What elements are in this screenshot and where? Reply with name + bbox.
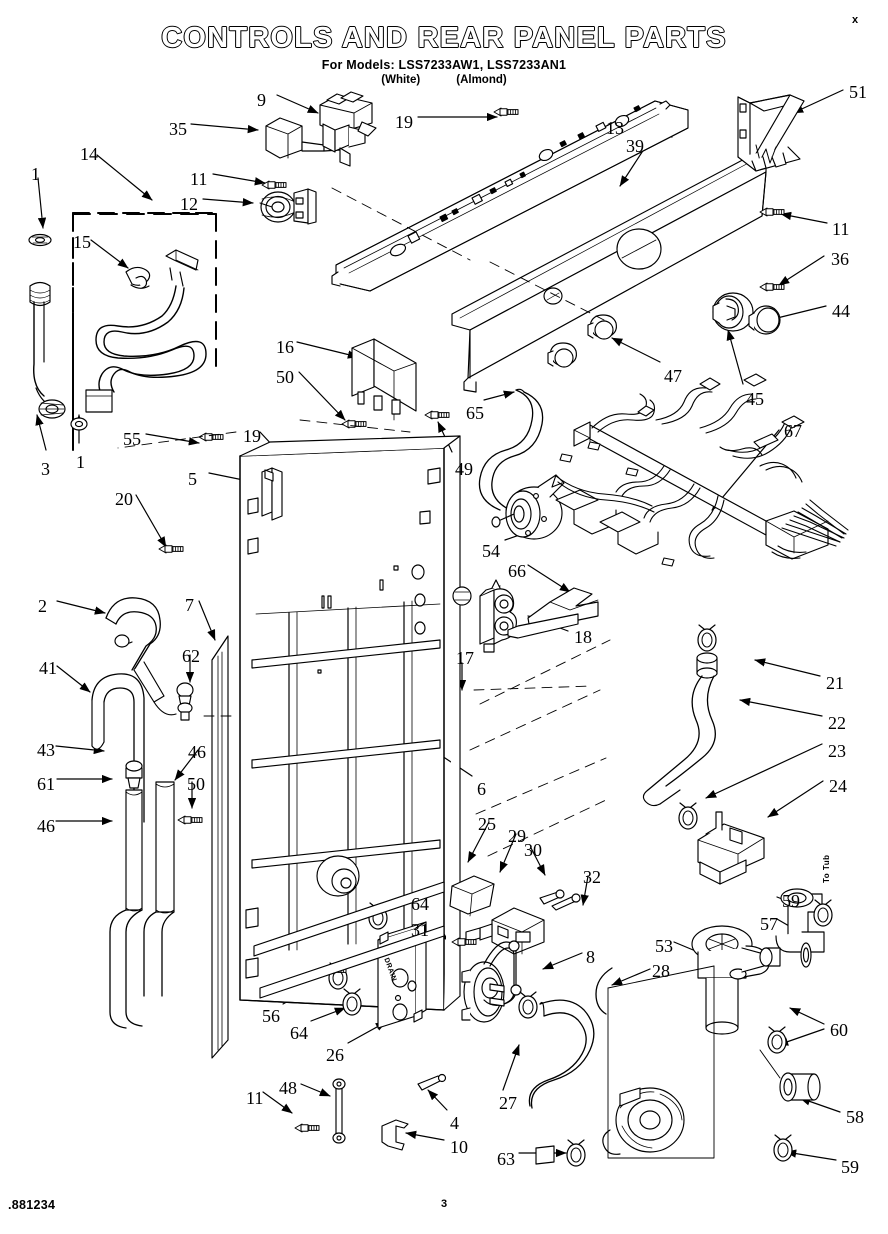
callout-number: 35 — [169, 119, 187, 139]
callout-number: 56 — [262, 1006, 280, 1026]
callout-number: 59 — [841, 1157, 859, 1177]
callout-number: 46 — [37, 816, 55, 836]
callout-number: 48 — [279, 1078, 297, 1098]
callout-number: 10 — [450, 1137, 468, 1157]
callout-number: 41 — [39, 658, 57, 678]
callout-number: 67 — [784, 421, 802, 441]
callout-number: 1 — [31, 164, 40, 184]
callout-number: 19 — [395, 112, 413, 132]
callout-number: 26 — [326, 1045, 344, 1065]
callout-number: 39 — [626, 136, 644, 156]
callout-number: 64 — [411, 894, 429, 914]
callout-number: 47 — [664, 366, 682, 386]
callout-number: 21 — [826, 673, 844, 693]
callout-number: 58 — [846, 1107, 864, 1127]
callout-number: 2 — [38, 596, 47, 616]
callout-number: 24 — [829, 776, 847, 796]
callout-number: 7 — [185, 595, 194, 615]
callout-number: 13 — [606, 118, 624, 138]
callout-number: 45 — [746, 389, 764, 409]
to-tub-part-label: To Tub — [822, 854, 831, 883]
callout-number: 32 — [583, 867, 601, 887]
models-line: For Models: LSS7233AW1, LSS7233AN1 — [321, 58, 567, 72]
callout-number: 31 — [411, 920, 429, 940]
document-number-value: 881234 — [11, 1198, 56, 1212]
callout-number: 6 — [477, 779, 486, 799]
callout-number: 8 — [586, 947, 595, 967]
color-white-label: (White) — [381, 74, 421, 86]
document-number-prefix: . — [8, 1198, 12, 1212]
callout-number: 18 — [574, 627, 592, 647]
callout-number: 53 — [655, 936, 673, 956]
corner-mark: x — [852, 14, 859, 26]
callout-number: 4 — [450, 1113, 459, 1133]
callout-number: 44 — [832, 301, 850, 321]
callout-number: 19 — [243, 426, 261, 446]
callout-number: 30 — [524, 840, 542, 860]
callout-number: 11 — [246, 1088, 264, 1108]
callout-number: 11 — [190, 169, 208, 189]
callout-number: 59 — [782, 891, 800, 911]
page-header: CONTROLS AND REAR PANEL PARTS For Models… — [0, 21, 888, 86]
document-number: .881234 — [8, 1198, 55, 1212]
callout-number: 55 — [123, 429, 141, 449]
callout-number: 16 — [276, 337, 294, 357]
callout-number: 1 — [76, 452, 85, 472]
callout-number: 65 — [466, 403, 484, 423]
page-number: 3 — [440, 1198, 448, 1210]
callout-number: 36 — [831, 249, 849, 269]
callout-number: 50 — [276, 367, 294, 387]
callout-number: 17 — [456, 648, 474, 668]
callout-number: 57 — [760, 914, 778, 934]
callout-number: 63 — [497, 1149, 515, 1169]
callout-number: 62 — [182, 646, 200, 666]
callout-number: 25 — [478, 814, 496, 834]
callout-number: 66 — [508, 561, 526, 581]
callout-number: 22 — [828, 713, 846, 733]
callout-number: 15 — [73, 232, 91, 252]
color-almond-label: (Almond) — [456, 74, 507, 86]
callout-number: 50 — [187, 774, 205, 794]
callout-number: 64 — [290, 1023, 308, 1043]
callout-number: 12 — [180, 194, 198, 214]
callout-number: 54 — [482, 541, 500, 561]
callout-number: 46 — [188, 742, 206, 762]
callout-number: 20 — [115, 489, 133, 509]
callout-number: 61 — [37, 774, 55, 794]
callout-number: 9 — [257, 90, 266, 110]
callout-number: 28 — [652, 961, 670, 981]
callout-number: 49 — [455, 459, 473, 479]
callout-number: 5 — [188, 469, 197, 489]
callout-number: 3 — [41, 459, 50, 479]
callout-number: 14 — [80, 144, 98, 164]
callout-number: 60 — [830, 1020, 848, 1040]
callout-number: 11 — [832, 219, 850, 239]
color-variants: (White) (Almond) — [0, 74, 888, 86]
page-title: CONTROLS AND REAR PANEL PARTS — [160, 21, 727, 55]
callout-number: 51 — [849, 82, 867, 102]
callout-number: 27 — [499, 1093, 517, 1113]
callout-number: 29 — [508, 826, 526, 846]
callout-number: 43 — [37, 740, 55, 760]
callout-number: 23 — [828, 741, 846, 761]
